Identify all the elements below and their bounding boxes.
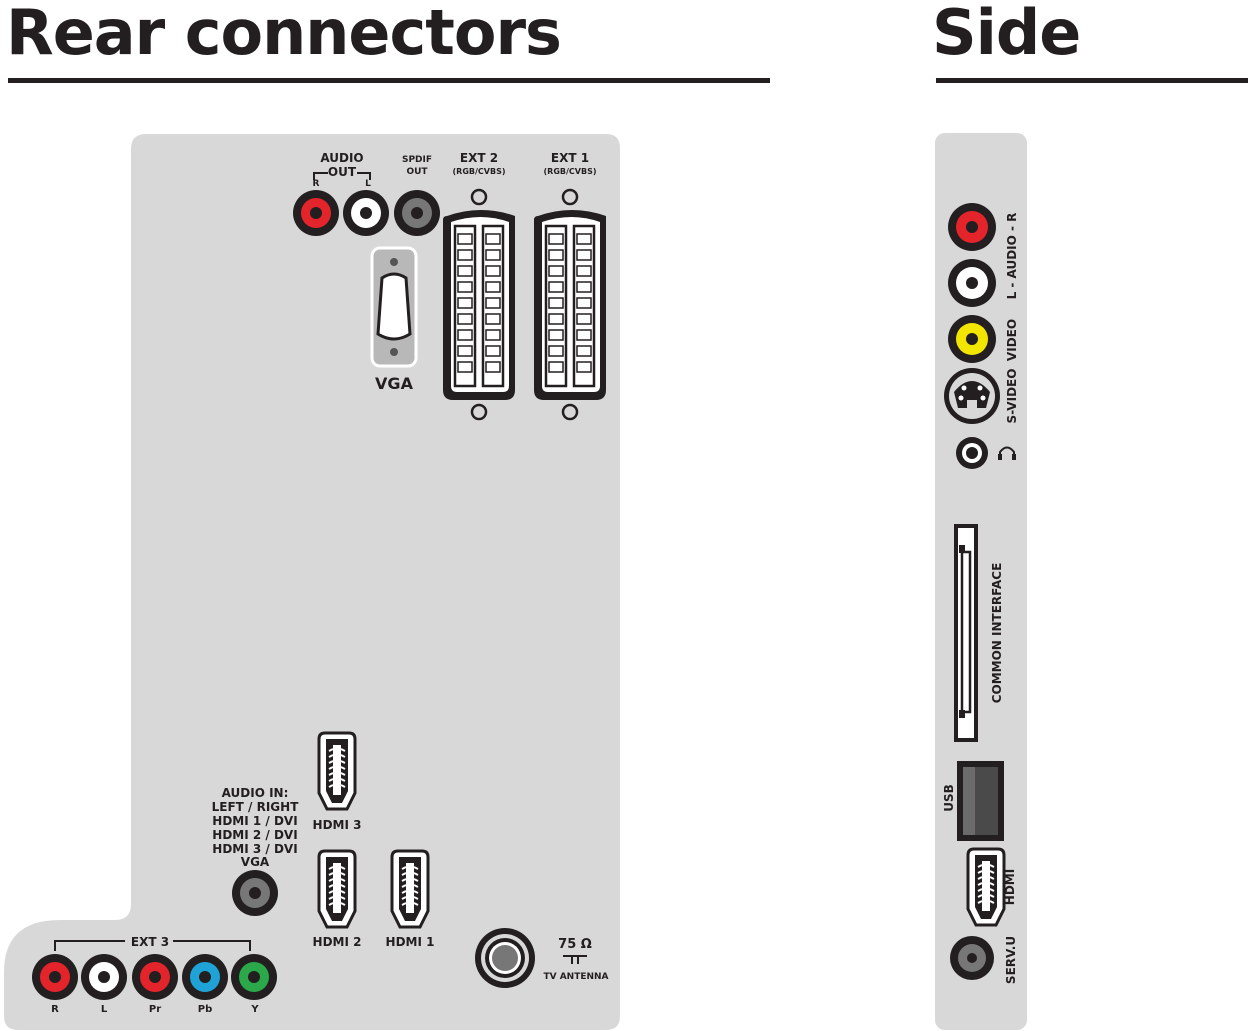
ext3-l-jack[interactable]	[81, 954, 127, 1000]
audio-out-r-label: R	[313, 179, 320, 189]
side-video-jack[interactable]	[948, 315, 996, 363]
antenna-label: TV ANTENNA	[543, 972, 608, 982]
hdmi1-port[interactable]	[390, 849, 430, 929]
ext3-y-jack[interactable]	[231, 954, 277, 1000]
audio-in-line-4: HDMI 2 / DVI	[212, 828, 297, 842]
audio-out-title: AUDIO	[320, 151, 363, 165]
ext3-r-jack[interactable]	[32, 954, 78, 1000]
vga-label: VGA	[375, 374, 414, 393]
hdmi3-label: HDMI 3	[313, 818, 362, 832]
ext1-sub: (RGB/CVBS)	[544, 167, 597, 176]
side-heading-rule	[936, 78, 1248, 83]
side-headphone-jack[interactable]	[956, 437, 988, 469]
ext2-sub: (RGB/CVBS)	[453, 167, 506, 176]
hdmi2-label: HDMI 2	[313, 935, 362, 949]
rear-heading-rule	[8, 78, 770, 83]
audio-in-line-3: HDMI 1 / DVI	[212, 814, 297, 828]
audio-in-jack[interactable]	[232, 870, 278, 916]
side-audio-l-jack[interactable]	[948, 259, 996, 307]
spdif-label-1: SPDIF	[402, 155, 432, 165]
side-servu-label: SERV.U	[1004, 936, 1018, 984]
ext1-scart[interactable]	[534, 210, 606, 400]
rear-connectors-heading: Rear connectors	[6, 0, 562, 69]
ext1-screw-top	[561, 188, 579, 206]
ext1-title: EXT 1	[551, 151, 589, 165]
ext3-l-label: L	[101, 1004, 108, 1015]
side-audio-r-jack[interactable]	[948, 203, 996, 251]
audio-out-r-jack[interactable]	[293, 190, 339, 236]
antenna-symbol	[563, 955, 587, 964]
hdmi3-port[interactable]	[317, 731, 357, 811]
side-hdmi-port[interactable]	[966, 847, 1006, 927]
ext3-pr-jack[interactable]	[132, 954, 178, 1000]
side-svideo-label: S-VIDEO	[1005, 369, 1019, 424]
side-audio-label: L - AUDIO - R	[1005, 213, 1019, 300]
ext3-title: EXT 3	[131, 935, 169, 949]
ext2-title: EXT 2	[460, 151, 498, 165]
audio-in-line-1: AUDIO IN:	[222, 786, 289, 800]
ext2-scart[interactable]	[443, 210, 515, 400]
ext1-screw-bottom	[561, 403, 579, 421]
side-usb-label: USB	[942, 784, 956, 812]
ext3-bracket	[54, 940, 251, 951]
ext3-r-label: R	[51, 1004, 59, 1015]
audio-in-line-2: LEFT / RIGHT	[212, 800, 300, 814]
audio-out-bracket	[313, 172, 371, 180]
side-hdmi-label: HDMI	[1003, 869, 1017, 905]
side-usb-port[interactable]	[957, 761, 1004, 841]
side-common-interface-label: COMMON INTERFACE	[990, 563, 1004, 704]
audio-out-l-jack[interactable]	[343, 190, 389, 236]
spdif-label-2: OUT	[406, 167, 428, 177]
vga-port[interactable]	[370, 246, 418, 368]
rear-panel	[4, 134, 620, 1030]
ext3-pb-jack[interactable]	[182, 954, 228, 1000]
ext3-y-label: Y	[250, 1004, 259, 1015]
ext3-pr-label: Pr	[149, 1004, 161, 1015]
ext2-screw-bottom	[470, 403, 488, 421]
ext2-screw-top	[470, 188, 488, 206]
side-heading: Side	[932, 0, 1081, 69]
side-servu-jack[interactable]	[950, 936, 994, 980]
side-svideo-port[interactable]	[944, 368, 1000, 424]
audio-out-sub: OUT	[328, 165, 357, 179]
side-video-label: VIDEO	[1005, 319, 1019, 361]
headphone-icon	[998, 446, 1016, 460]
audio-in-line-6: VGA	[241, 855, 270, 869]
hdmi2-port[interactable]	[317, 849, 357, 929]
audio-out-l-label: L	[365, 179, 371, 189]
hdmi1-label: HDMI 1	[386, 935, 435, 949]
audio-in-line-5: HDMI 3 / DVI	[212, 842, 297, 856]
ext3-pb-label: Pb	[198, 1004, 213, 1015]
tv-antenna-port[interactable]	[475, 928, 535, 988]
side-common-interface-slot[interactable]	[954, 524, 978, 742]
spdif-out-jack[interactable]	[394, 190, 440, 236]
antenna-ohm-label: 75 Ω	[558, 937, 592, 952]
